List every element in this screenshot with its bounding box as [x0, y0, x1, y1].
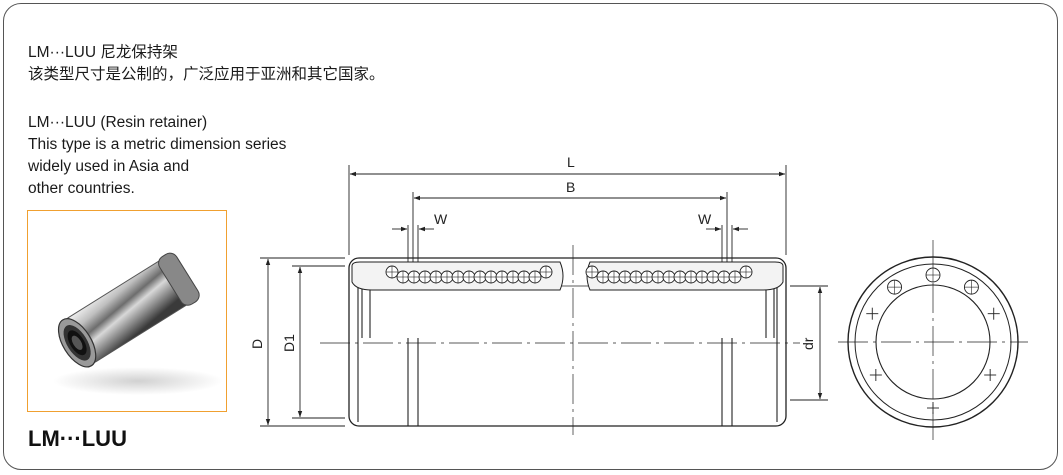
- end-ball-mark: [927, 402, 939, 414]
- cn-title: LM···LUU 尼龙保持架: [28, 44, 178, 61]
- linear-bearing-image: [53, 252, 223, 395]
- en-title: LM···LUU (Resin retainer): [28, 114, 208, 131]
- en-desc-line: other countries.: [28, 180, 135, 197]
- end-ball-mark: [987, 307, 1000, 320]
- dim-D1-label: D1: [281, 334, 297, 352]
- dim-dr-label: dr: [800, 337, 816, 350]
- end-ball-mark: [869, 369, 882, 381]
- english-description: LM···LUU (Resin retainer) This type is a…: [28, 112, 286, 200]
- en-desc-line: widely used in Asia and: [28, 158, 190, 175]
- end-ball-mark: [984, 369, 997, 381]
- dimensions: [260, 165, 828, 427]
- en-desc-line: This type is a metric dimension series: [28, 136, 287, 153]
- dim-L-label: L: [567, 154, 575, 170]
- cn-desc: 该类型尺寸是公制的，广泛应用于亚洲和其它国家。: [28, 66, 385, 83]
- product-photo: [27, 210, 227, 412]
- chinese-description: LM···LUU 尼龙保持架 该类型尺寸是公制的，广泛应用于亚洲和其它国家。: [28, 42, 385, 86]
- model-label: LM···LUU: [28, 426, 127, 451]
- dim-W-right-label: W: [698, 211, 712, 227]
- end-view: [838, 240, 1028, 440]
- dim-W-left-label: W: [434, 211, 448, 227]
- end-ball-mark: [866, 307, 879, 320]
- dim-D-label: D: [249, 339, 265, 349]
- side-view: [320, 245, 800, 435]
- dim-B-label: B: [566, 179, 575, 195]
